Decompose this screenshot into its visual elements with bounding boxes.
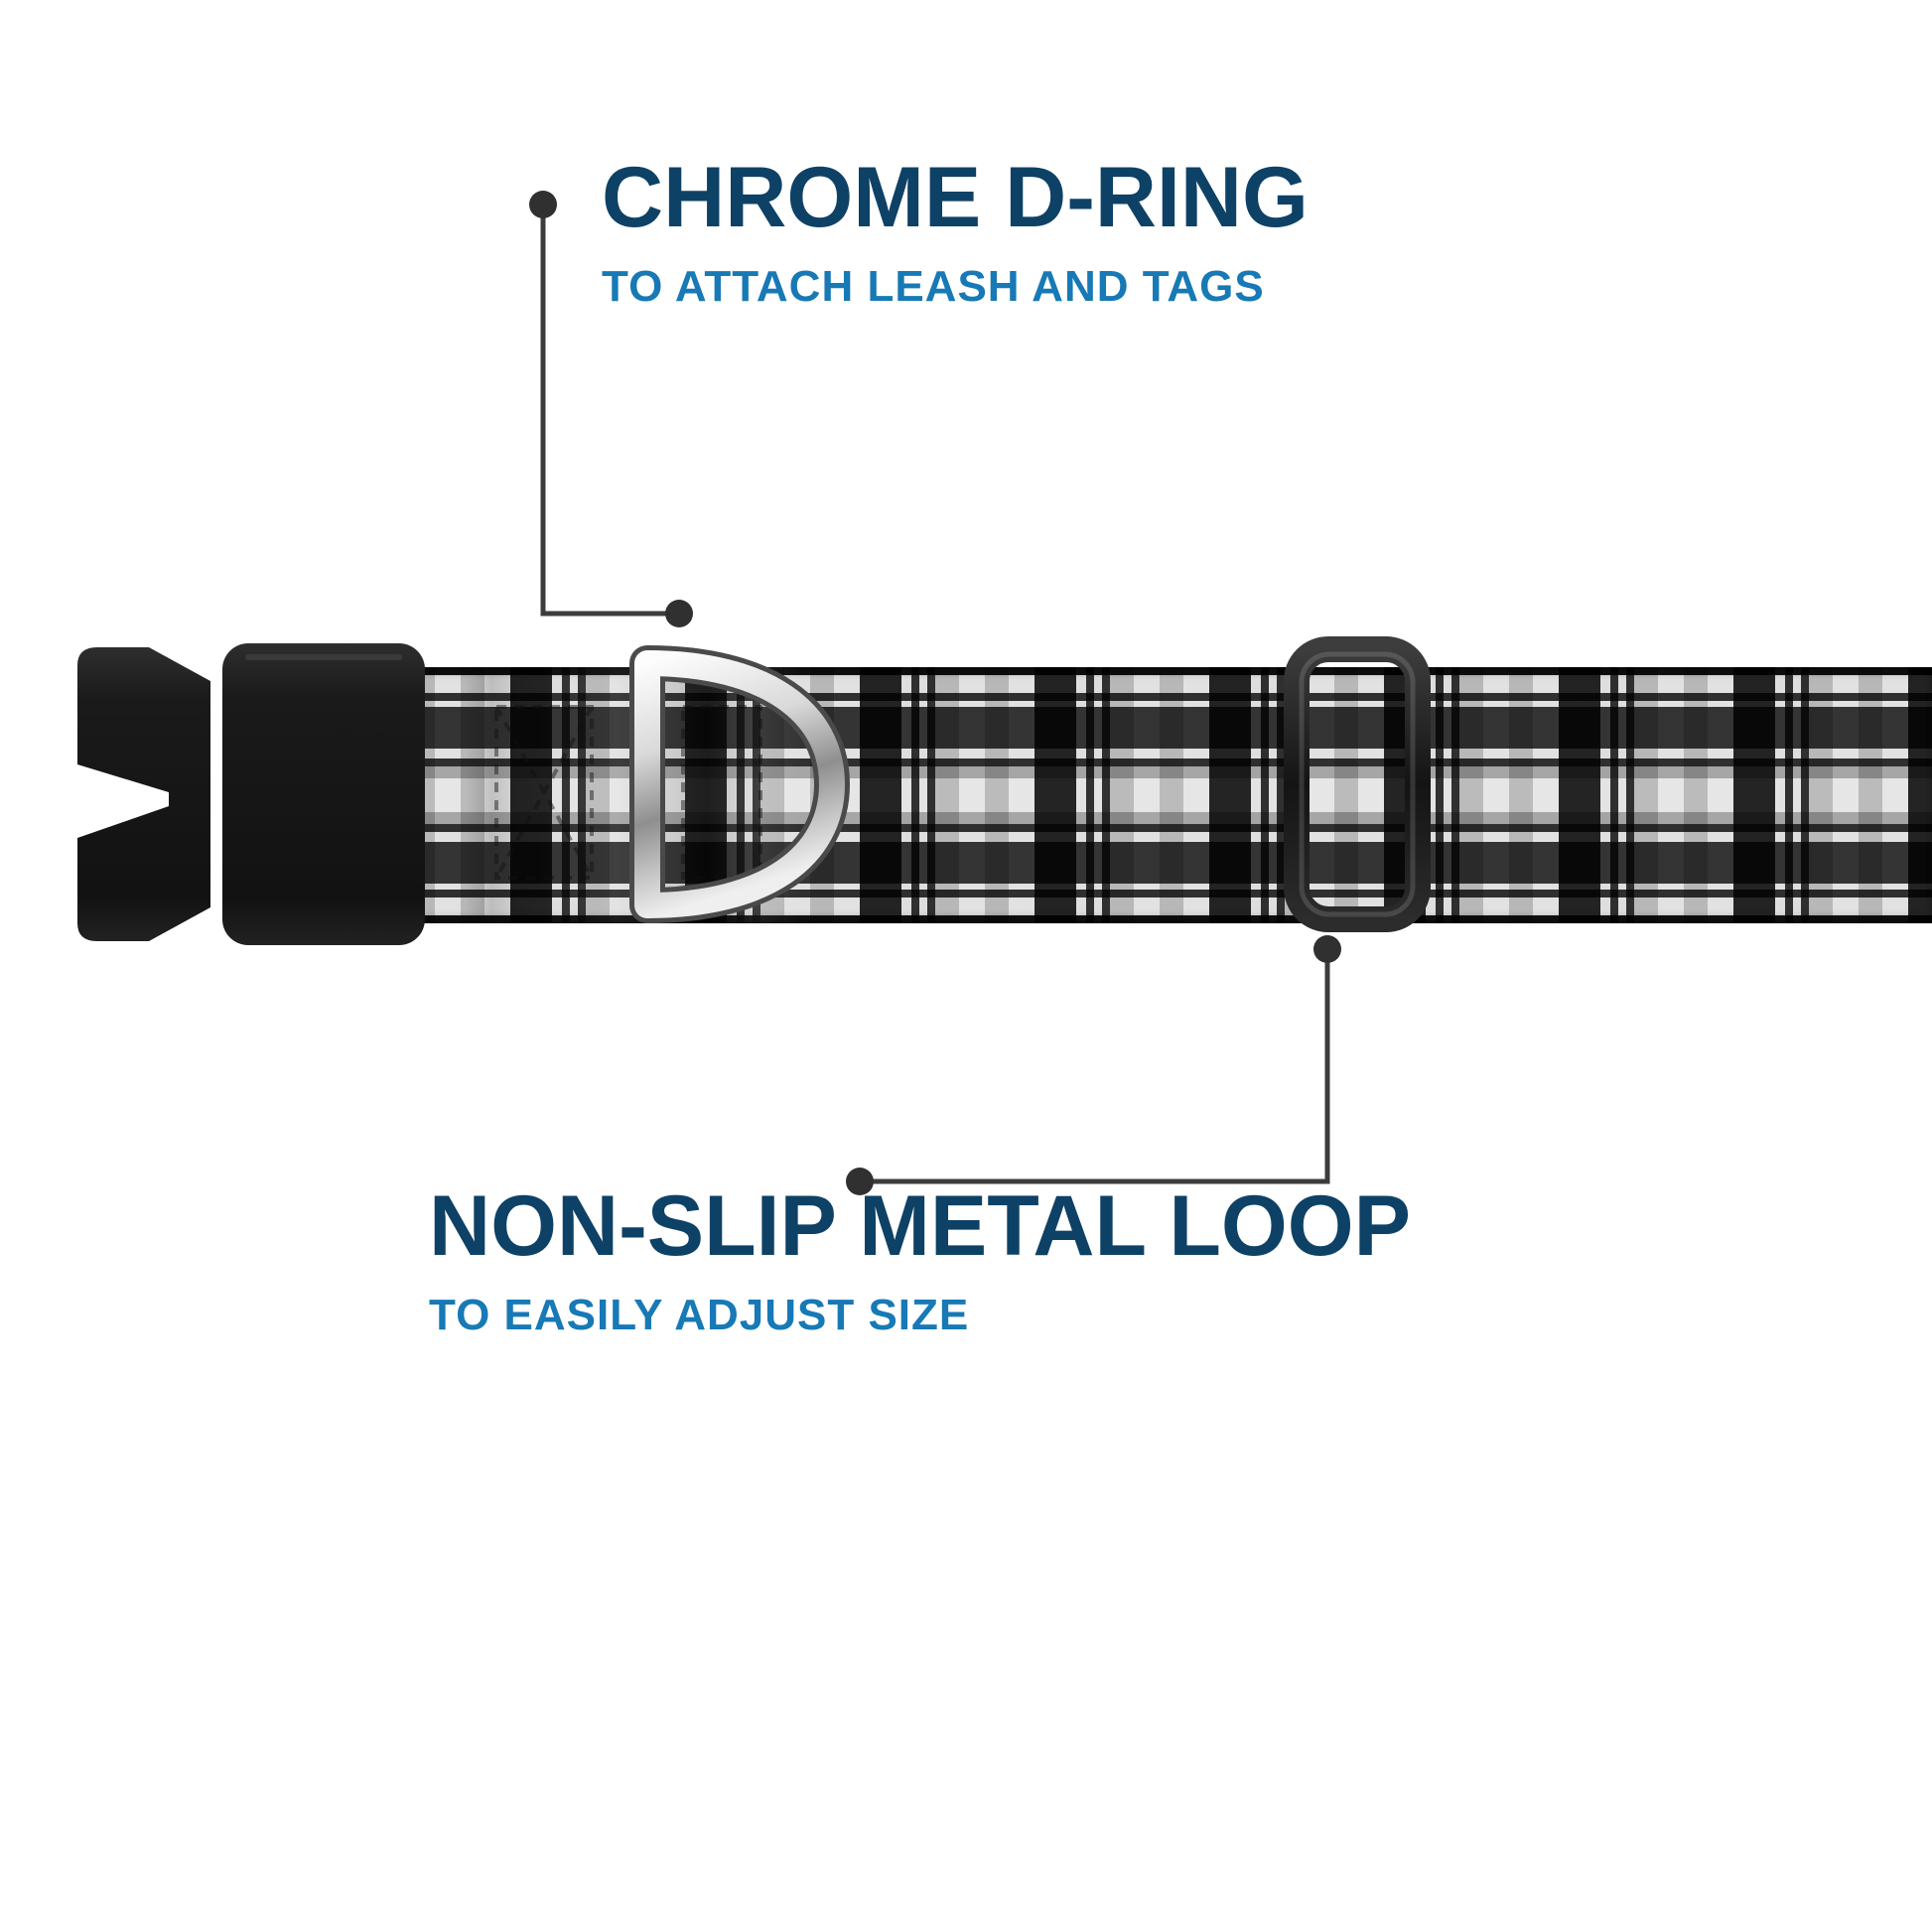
metal-loop-leader-dot-part bbox=[1313, 935, 1341, 963]
d-ring-callout: CHROME D-RING TO ATTACH LEASH AND TAGS bbox=[602, 155, 1309, 312]
metal-loop-callout-title: NON-SLIP METAL LOOP bbox=[429, 1178, 1412, 1274]
metal-loop-leader-line bbox=[860, 949, 1330, 1184]
metal-loop-callout: NON-SLIP METAL LOOP TO EASILY ADJUST SIZ… bbox=[429, 1183, 1411, 1340]
d-ring-fold-shading bbox=[465, 667, 802, 923]
d-ring-callout-subtitle: TO ATTACH LEASH AND TAGS bbox=[602, 262, 1265, 311]
d-ring-leader-dot-text bbox=[529, 191, 557, 218]
d-ring-leader-dot-part bbox=[665, 600, 693, 627]
metal-loop-callout-subtitle: TO EASILY ADJUST SIZE bbox=[429, 1291, 970, 1339]
d-ring-callout-title: CHROME D-RING bbox=[602, 150, 1309, 245]
plaid-collar-webbing bbox=[336, 667, 1932, 923]
